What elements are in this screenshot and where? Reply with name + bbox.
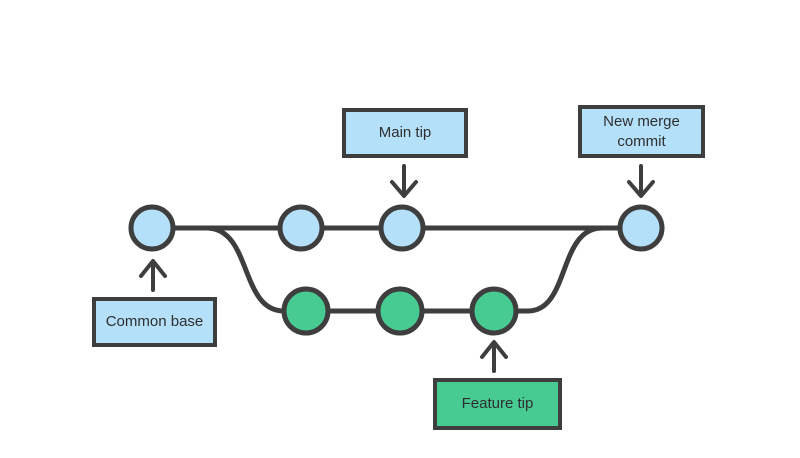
arrow-down-icon <box>627 164 655 198</box>
label-new-merge-commit: New merge commit <box>578 105 705 158</box>
label-main-tip: Main tip <box>342 108 468 158</box>
commit-node-main-2 <box>277 204 325 252</box>
label-main-tip-text: Main tip <box>378 124 432 142</box>
label-feature-tip-text: Feature tip <box>461 395 534 413</box>
commit-node-feature-2 <box>375 286 425 336</box>
commit-node-main-tip <box>378 204 426 252</box>
label-feature-tip: Feature tip <box>433 378 562 430</box>
commit-node-common-base <box>128 204 176 252</box>
commit-node-merge <box>617 204 665 252</box>
commit-node-feature-tip <box>469 286 519 336</box>
arrow-down-icon <box>390 164 418 198</box>
label-common-base-text: Common base <box>105 313 204 331</box>
commit-node-feature-1 <box>281 286 331 336</box>
arrow-up-icon <box>139 259 167 292</box>
label-common-base: Common base <box>92 297 217 347</box>
arrow-up-icon <box>480 340 508 373</box>
label-new-merge-commit-text: New merge commit <box>603 113 680 150</box>
